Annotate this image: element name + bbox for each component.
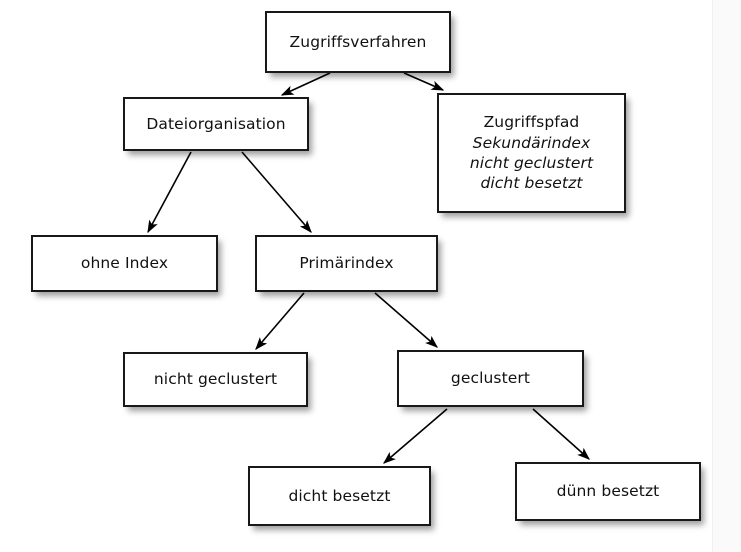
edge-zugriffsverfahren-to-dateiorganisation — [280, 72, 331, 96]
node-label-line: nicht geclustert — [153, 370, 278, 389]
node-label-line: Dateiorganisation — [146, 114, 286, 133]
node-nicht-geclustert[interactable]: nicht geclustert — [123, 352, 308, 407]
edge-geclustert-to-duenn-besetzt — [532, 408, 590, 460]
node-dicht-besetzt[interactable]: dicht besetzt — [248, 466, 431, 526]
edge-geclustert-to-dicht-besetzt — [383, 408, 448, 464]
node-label-dateiorganisation: Dateiorganisation — [125, 114, 307, 134]
node-geclustert[interactable]: geclustert — [397, 350, 584, 407]
node-label-line: Zugriffspfad — [483, 113, 580, 132]
node-ohne-index[interactable]: ohne Index — [31, 235, 218, 292]
edge-primaerindex-to-nicht-geclustert — [255, 292, 305, 350]
edge-primaerindex-to-geclustert — [374, 292, 438, 348]
node-label-line: Primärindex — [299, 254, 394, 273]
node-label-geclustert: geclustert — [399, 368, 582, 388]
edge-dateiorganisation-to-primaerindex — [241, 151, 312, 233]
edge-dateiorganisation-to-ohne-index — [147, 151, 192, 234]
node-label-line: dicht besetzt — [480, 174, 583, 193]
node-label-line: nicht geclustert — [469, 154, 594, 172]
node-label-line: Zugriffsverfahren — [289, 32, 427, 51]
node-primaerindex[interactable]: Primärindex — [255, 235, 438, 292]
node-label-zugriffsverfahren: Zugriffsverfahren — [267, 32, 449, 52]
node-duenn-besetzt[interactable]: dünn besetzt — [515, 462, 701, 521]
node-dateiorganisation[interactable]: Dateiorganisation — [123, 97, 309, 151]
node-label-dicht-besetzt: dicht besetzt — [250, 486, 429, 506]
node-label-line: Sekundärindex — [472, 133, 591, 152]
node-label-duenn-besetzt: dünn besetzt — [517, 481, 699, 501]
node-label-line: dicht besetzt — [288, 486, 391, 505]
node-label-ohne-index: ohne Index — [33, 253, 216, 273]
edge-zugriffsverfahren-to-zugriffspfad — [403, 72, 445, 91]
page-right-margin-strip — [712, 0, 741, 552]
node-label-nicht-geclustert: nicht geclustert — [125, 369, 306, 389]
node-label-line: ohne Index — [80, 254, 169, 273]
node-label-line: dünn besetzt — [556, 482, 660, 501]
node-zugriffsverfahren[interactable]: Zugriffsverfahren — [265, 11, 451, 73]
node-label-line: geclustert — [450, 369, 531, 388]
node-label-primaerindex: Primärindex — [257, 253, 436, 273]
